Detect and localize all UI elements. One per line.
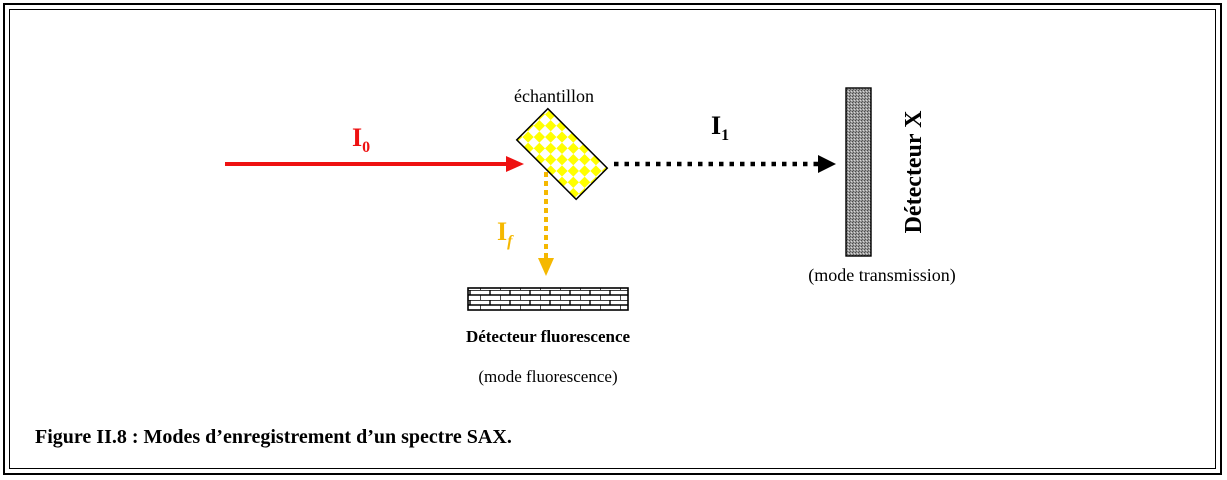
incident-beam-arrow <box>225 156 524 172</box>
i0-label: I0 <box>352 123 370 156</box>
mode-transmission-label: (mode transmission) <box>808 265 955 286</box>
inner-frame <box>9 9 1216 469</box>
detector-fluorescence-label: Détecteur fluorescence <box>466 327 631 346</box>
detector-x-label: Détecteur X <box>901 110 927 233</box>
transmitted-beam-arrow <box>614 155 836 173</box>
figure-caption: Figure II.8 : Modes d’enregistrement d’u… <box>35 426 512 448</box>
mode-fluorescence-label: (mode fluorescence) <box>478 367 617 386</box>
fluorescence-beam-arrow <box>538 172 554 276</box>
if-label: If <box>497 217 514 250</box>
outer-frame <box>3 3 1222 475</box>
i1-label: I1 <box>711 111 729 144</box>
detector-x-bar <box>845 87 872 257</box>
sample-label: échantillon <box>514 86 594 106</box>
sample-block <box>515 107 609 201</box>
fluorescence-detector <box>467 287 629 311</box>
